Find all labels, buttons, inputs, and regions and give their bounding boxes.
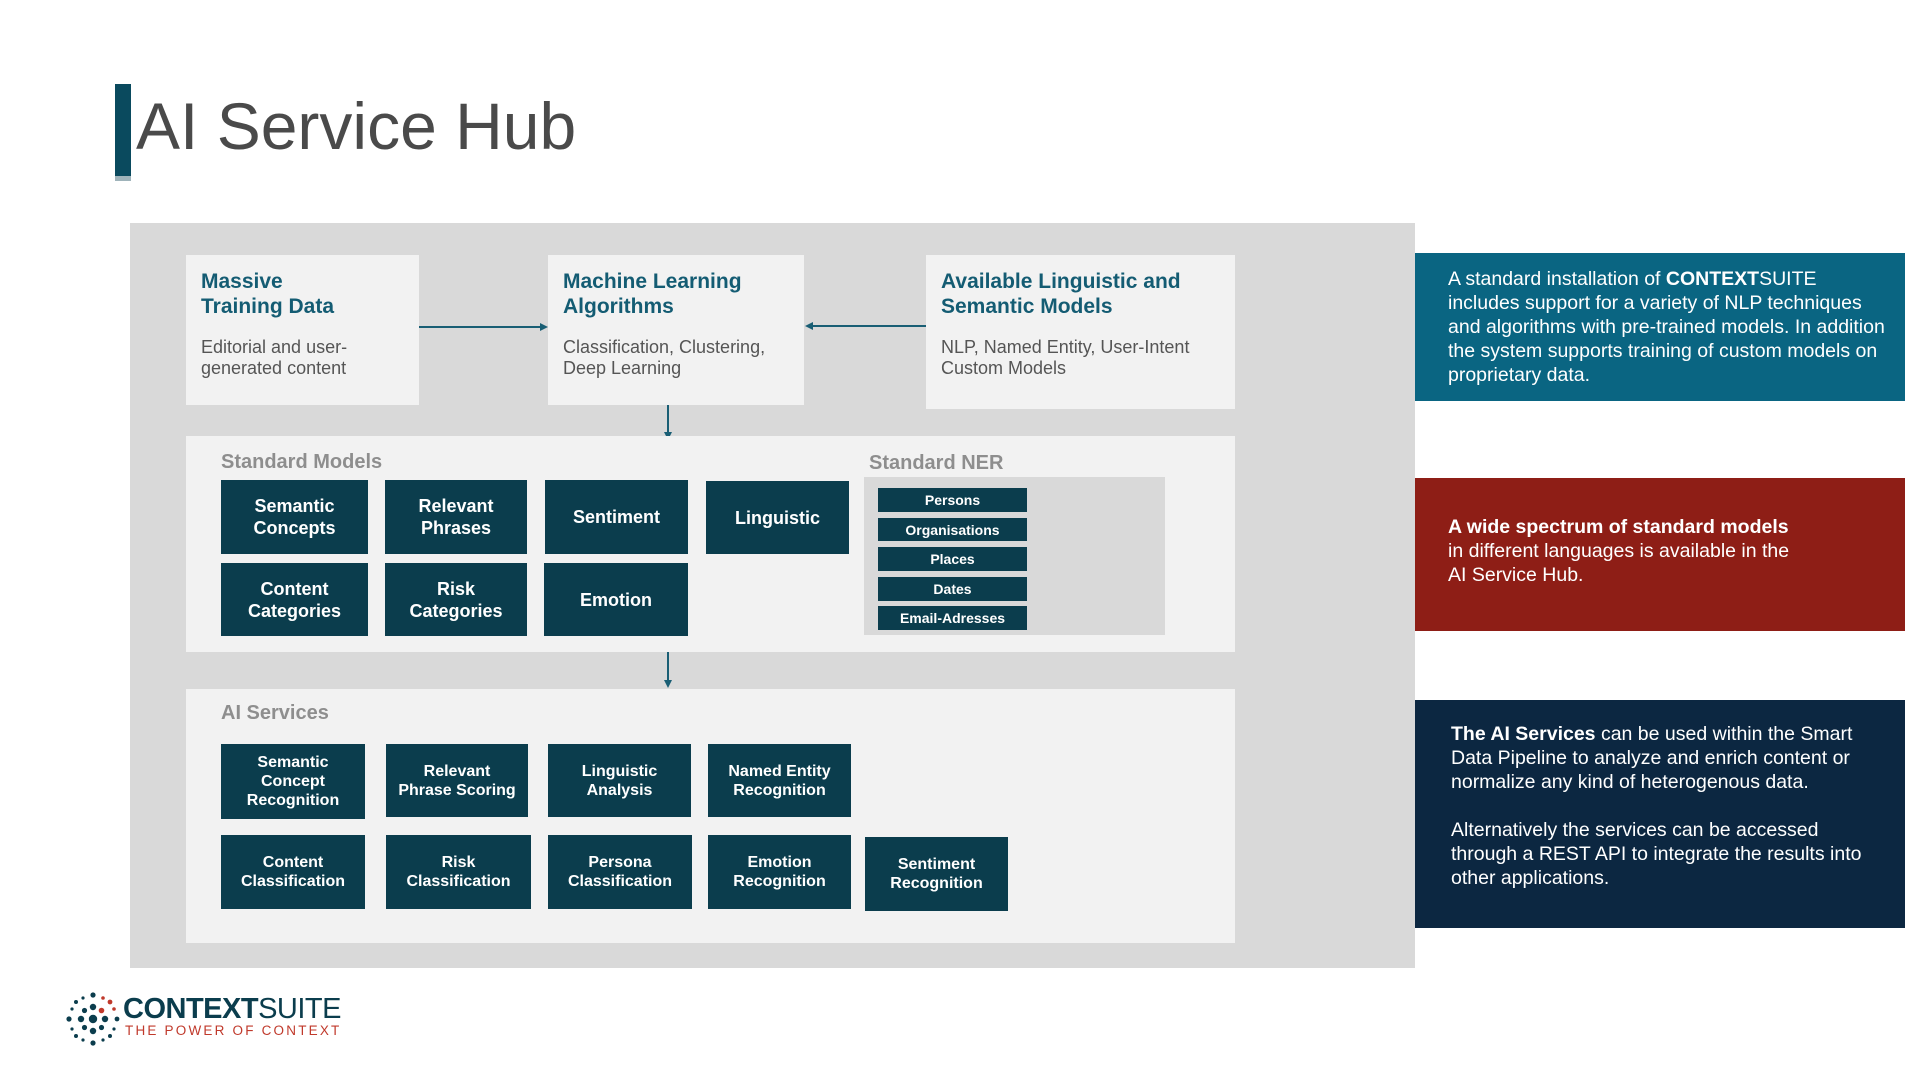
contextsuite-logo-icon xyxy=(66,992,120,1046)
service-tile-semantic-concept-recognition: Semantic Concept Recognition xyxy=(221,744,365,819)
model-tile-sentiment: Sentiment xyxy=(545,480,688,554)
service-tile-sentiment-recognition: Sentiment Recognition xyxy=(865,837,1008,911)
linguistic-models-title: Available Linguistic and Semantic Models xyxy=(941,270,1181,318)
standard-models-label: Standard Models xyxy=(221,451,383,473)
info-panel-standard-models: A wide spectrum of standard models in di… xyxy=(1415,478,1905,631)
training-data-box: Massive Training Data Editorial and user… xyxy=(186,255,419,405)
service-tile-relevant-phrase-scoring: Relevant Phrase Scoring xyxy=(386,744,528,817)
info-standard-models-bold: A wide spectrum of standard models xyxy=(1448,516,1789,538)
linguistic-models-box: Available Linguistic and Semantic Models… xyxy=(926,255,1235,409)
models-to-algorithms-arrow-icon xyxy=(805,322,813,330)
info-ai-services-bold: The AI Services xyxy=(1451,723,1596,745)
service-tile-persona-classification: Persona Classification xyxy=(548,835,692,909)
ner-tile-places: Places xyxy=(878,547,1027,571)
standard-models-to-services-line xyxy=(667,652,669,683)
algorithms-to-standard-models-line xyxy=(667,405,669,437)
logo-name-regular: SUITE xyxy=(258,993,341,1025)
model-tile-relevant-phrases: Relevant Phrases xyxy=(385,480,527,554)
ml-algorithms-title: Machine Learning Algorithms xyxy=(563,270,742,318)
info-standard-models-line2: in different languages is available in t… xyxy=(1448,540,1790,562)
ner-tile-organisations: Organisations xyxy=(878,518,1027,541)
standard-ner-label: Standard NER xyxy=(869,452,1004,474)
model-tile-emotion: Emotion xyxy=(544,563,688,636)
ner-tile-email-adresses: Email-Adresses xyxy=(878,606,1027,630)
training-to-algorithms-arrow-icon xyxy=(540,323,548,331)
info-installation-brand-regular: SUITE xyxy=(1759,268,1817,290)
info-ai-services-para2: Alternatively the services can be access… xyxy=(1451,819,1862,889)
service-tile-emotion-recognition: Emotion Recognition xyxy=(708,835,851,909)
model-tile-content-categories: Content Categories xyxy=(221,563,368,636)
service-tile-risk-classification: Risk Classification xyxy=(386,835,531,909)
model-tile-risk-categories: Risk Categories xyxy=(385,563,527,636)
info-standard-models-line3: AI Service Hub. xyxy=(1448,564,1584,586)
ner-tile-persons: Persons xyxy=(878,488,1027,512)
info-ai-services-rest: can be used within the Smart Data Pipeli… xyxy=(1451,723,1853,793)
linguistic-models-subtitle: NLP, Named Entity, User-Intent Custom Mo… xyxy=(941,337,1190,378)
training-data-title: Massive Training Data xyxy=(201,270,335,318)
training-data-subtitle: Editorial and user- generated content xyxy=(201,337,348,378)
logo-name-bold: CONTEXT xyxy=(123,993,259,1025)
model-tile-semantic-concepts: Semantic Concepts xyxy=(221,480,368,554)
info-panel-installation: A standard installation of CONTEXTSUITE … xyxy=(1415,253,1905,401)
title-accent-shadow xyxy=(115,176,131,181)
models-to-algorithms-line xyxy=(812,325,926,327)
service-tile-named-entity-recognition: Named Entity Recognition xyxy=(708,744,851,817)
service-tile-content-classification: Content Classification xyxy=(221,835,365,909)
page-title: AI Service Hub xyxy=(136,89,577,163)
info-installation-post: includes support for a variety of NLP te… xyxy=(1448,292,1885,386)
ml-algorithms-subtitle: Classification, Clustering, Deep Learnin… xyxy=(563,337,766,378)
ai-services-label: AI Services xyxy=(221,702,329,724)
ner-tile-dates: Dates xyxy=(878,577,1027,601)
contextsuite-logo-wordmark: CONTEXTSUITE xyxy=(123,993,341,1025)
title-accent-bar xyxy=(115,84,131,180)
info-installation-brand-bold: CONTEXT xyxy=(1665,268,1760,290)
model-tile-linguistic: Linguistic xyxy=(706,481,849,554)
service-tile-linguistic-analysis: Linguistic Analysis xyxy=(548,744,691,817)
ml-algorithms-box: Machine Learning Algorithms Classificati… xyxy=(548,255,804,405)
contextsuite-logo-tagline: THE POWER OF CONTEXT xyxy=(125,1023,342,1038)
info-panel-ai-services: The AI Services can be used within the S… xyxy=(1415,700,1905,928)
training-to-algorithms-line xyxy=(419,326,541,328)
info-installation-pre: A standard installation of xyxy=(1448,268,1666,290)
standard-models-to-services-arrow-icon xyxy=(664,680,672,688)
